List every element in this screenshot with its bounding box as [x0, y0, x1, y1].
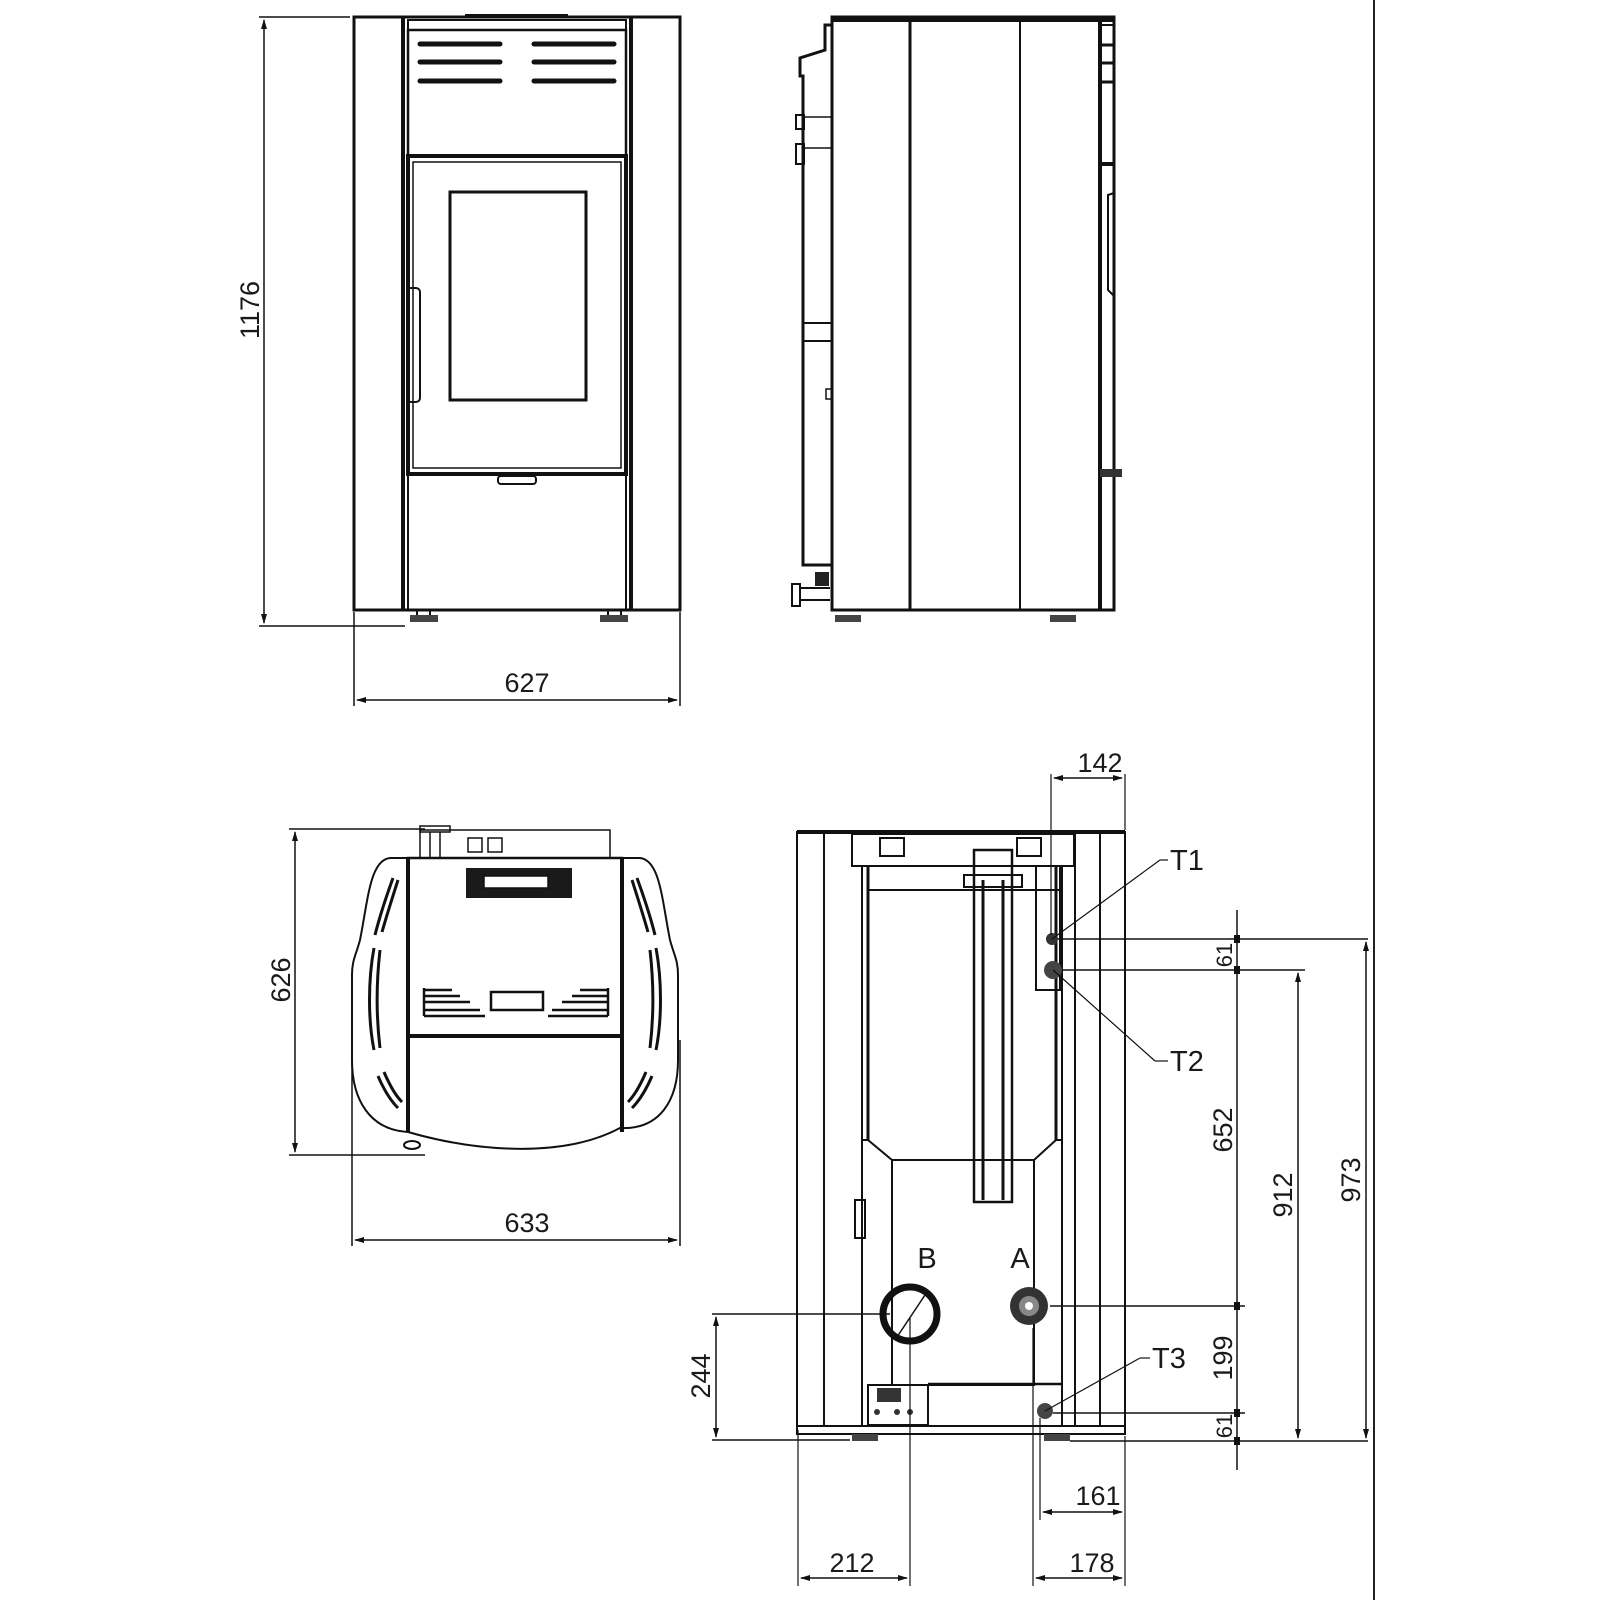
dimension-top-width: 633: [351, 1040, 681, 1246]
dimension-rear-973: 973: [1336, 941, 1369, 1439]
door-glass: [448, 190, 588, 402]
label-t3: T3: [1152, 1343, 1186, 1375]
dimension-rear-212: 212: [797, 1318, 911, 1586]
a-connection: [1010, 1287, 1048, 1325]
dimension-top-depth: 626: [266, 828, 425, 1156]
front-vent-slots: [417, 41, 617, 84]
door-handle: [406, 287, 421, 403]
dim-label-212: 212: [829, 1548, 874, 1578]
dim-label-244: 244: [686, 1353, 716, 1398]
top-view: [351, 825, 679, 1150]
dim-label-142: 142: [1077, 748, 1122, 778]
side-view: [791, 15, 1122, 622]
front-view: [352, 14, 682, 622]
dimension-front-height: 1176: [235, 16, 405, 627]
leader-t1: T1: [1051, 845, 1204, 940]
dimension-rear-142: 142: [1050, 748, 1126, 935]
flue-pipe: [972, 848, 1014, 1204]
dimension-rear-912: 912: [1268, 972, 1301, 1439]
dimension-rear-161: 161: [1039, 1418, 1126, 1586]
dimension-rear-244: 244: [686, 1313, 890, 1441]
dim-label-1176: 1176: [235, 281, 265, 339]
dim-label-973: 973: [1336, 1157, 1366, 1202]
top-outline: [351, 857, 679, 1150]
label-a: A: [1010, 1243, 1030, 1275]
dim-label-199: 199: [1208, 1335, 1238, 1380]
dim-label-161: 161: [1075, 1481, 1120, 1511]
front-door: [406, 154, 628, 476]
leader-t2: T2: [1052, 969, 1204, 1078]
dim-label-652: 652: [1208, 1107, 1238, 1152]
dim-label-61-top: 61: [1212, 943, 1237, 967]
dim-label-626: 626: [266, 957, 296, 1002]
rear-view: B A: [796, 830, 1126, 1441]
label-b: B: [917, 1243, 936, 1275]
dim-label-627: 627: [504, 668, 549, 698]
ash-drawer: [407, 473, 627, 611]
dim-label-178: 178: [1069, 1548, 1114, 1578]
dim-label-633: 633: [504, 1208, 549, 1238]
leader-t3: T3: [1044, 1343, 1186, 1412]
label-t2: T2: [1170, 1046, 1204, 1078]
dimension-rear-chain: 61 652 199 61: [1208, 910, 1240, 1470]
dim-label-61-bottom: 61: [1212, 1414, 1237, 1438]
dimension-rear-178: 178: [1032, 1328, 1123, 1586]
label-t1: T1: [1170, 845, 1204, 877]
dimension-front-width: 627: [353, 612, 681, 706]
dim-label-912: 912: [1268, 1172, 1298, 1217]
